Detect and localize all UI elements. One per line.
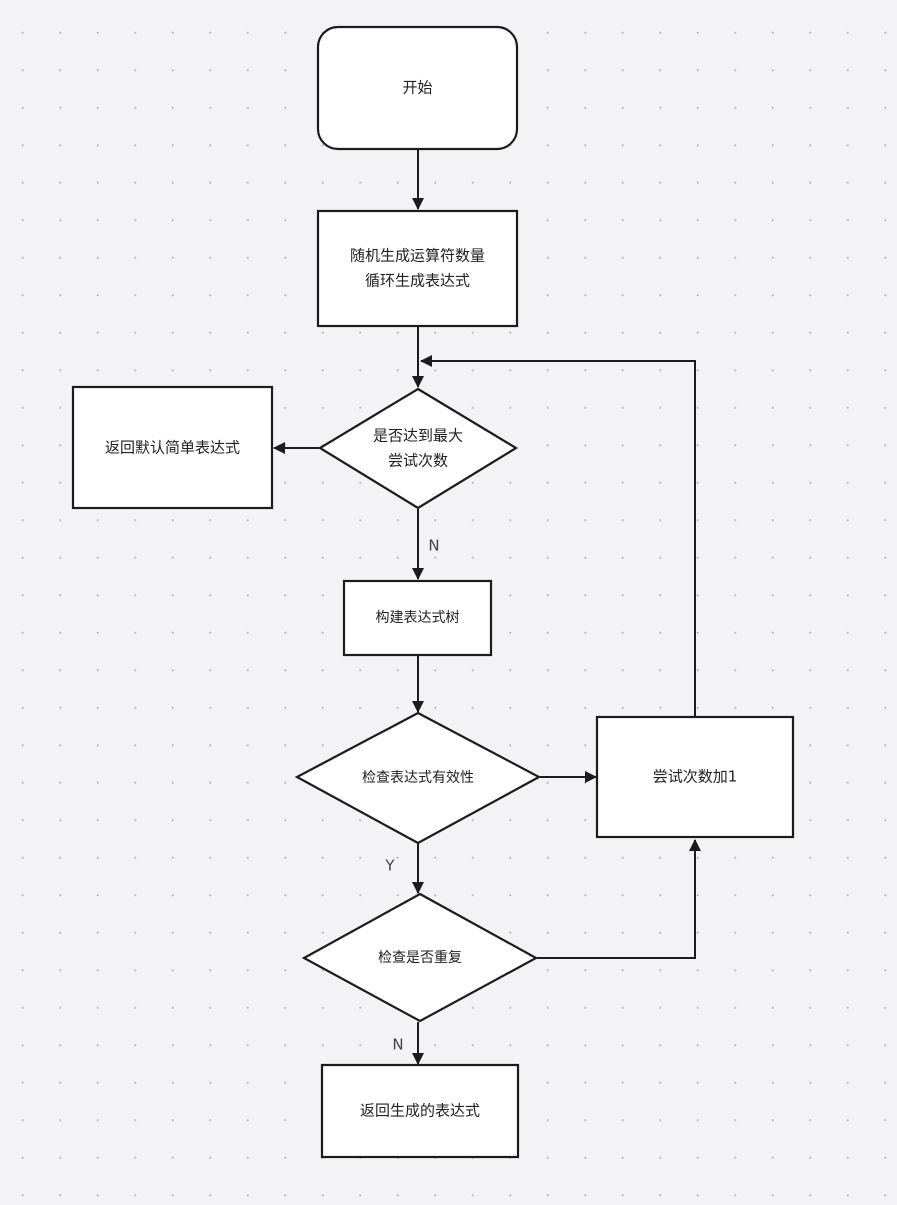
validity-decision-shape bbox=[294, 711, 542, 845]
start-label: 开始 bbox=[402, 79, 432, 97]
node-return-default[interactable]: 返回默认简单表达式 bbox=[71, 385, 274, 510]
return-default-process-shape bbox=[71, 385, 274, 510]
edge-label-dup-no: N bbox=[392, 1036, 403, 1054]
node-max-check[interactable]: 是否达到最大 尝试次数 bbox=[317, 387, 519, 510]
max-check-label-line2: 尝试次数 bbox=[388, 452, 448, 470]
edge-label-valid-yes: Y bbox=[384, 857, 395, 875]
init-label-line1: 随机生成运算符数量 bbox=[350, 247, 485, 265]
node-build-tree[interactable]: 构建表达式树 bbox=[342, 579, 493, 657]
build-tree-process-shape bbox=[342, 579, 493, 657]
return-default-label: 返回默认简单表达式 bbox=[105, 439, 240, 457]
node-return-generated[interactable]: 返回生成的表达式 bbox=[320, 1063, 520, 1159]
validity-label: 检查表达式有效性 bbox=[362, 770, 474, 786]
build-tree-label: 构建表达式树 bbox=[376, 610, 460, 626]
duplicate-label: 检查是否重复 bbox=[378, 949, 462, 966]
edges bbox=[273, 150, 701, 1065]
node-increment[interactable]: 尝试次数加1 bbox=[595, 715, 795, 839]
edge-label-max-no: N bbox=[428, 537, 439, 555]
max-check-decision-shape bbox=[317, 387, 519, 510]
node-init[interactable]: 随机生成运算符数量 循环生成表达式 bbox=[316, 209, 519, 328]
node-start[interactable]: 开始 bbox=[316, 25, 519, 151]
return-generated-process-shape bbox=[320, 1063, 520, 1159]
increment-process-shape bbox=[595, 715, 795, 839]
edge-increment-loop-back bbox=[420, 355, 696, 716]
init-process-shape bbox=[316, 209, 519, 328]
start-terminal-shape bbox=[316, 25, 519, 151]
node-duplicate-check[interactable]: 检查是否重复 bbox=[301, 892, 539, 1023]
max-check-label-line1: 是否达到最大 bbox=[373, 427, 463, 445]
node-validity-check[interactable]: 检查表达式有效性 bbox=[294, 711, 542, 845]
edge-labels: N Y N bbox=[384, 537, 439, 1054]
increment-label: 尝试次数加1 bbox=[653, 768, 738, 786]
duplicate-decision-shape bbox=[301, 892, 539, 1023]
edge-duplicate-to-increment bbox=[537, 839, 701, 959]
init-label-line2: 循环生成表达式 bbox=[365, 272, 470, 290]
return-generated-label: 返回生成的表达式 bbox=[360, 1102, 480, 1120]
